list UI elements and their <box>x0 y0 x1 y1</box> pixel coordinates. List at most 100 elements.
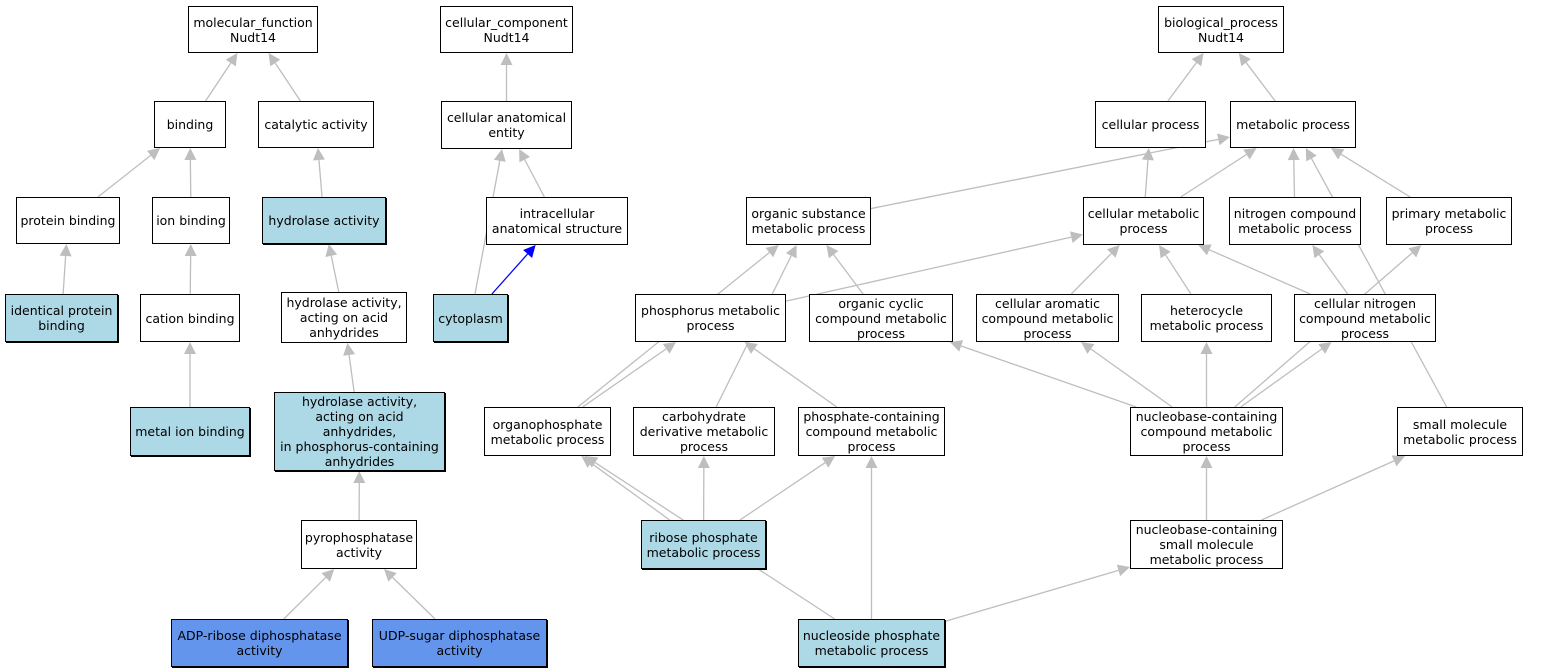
node-molecular-function-root[interactable]: molecular_function Nudt14 <box>188 6 318 53</box>
node-label: protein binding <box>20 213 116 228</box>
edge-nucleobase_compound-to-cellular_nitrogen <box>1240 348 1323 408</box>
node-small-molecule-metabolic[interactable]: small molecule metabolic process <box>1397 407 1523 456</box>
node-identical-protein-binding[interactable]: identical protein binding <box>5 294 118 342</box>
node-carbohydrate-derivative-metabolic[interactable]: carbohydrate derivative metabolic proces… <box>633 407 775 456</box>
node-label: phosphate-containing compound metabolic … <box>803 409 940 454</box>
edge-cellular_nitrogen-to-nitrogen_compound <box>1318 254 1349 295</box>
node-label: nitrogen compound metabolic process <box>1233 206 1357 236</box>
node-organophosphate-metabolic[interactable]: organophosphate metabolic process <box>484 407 611 456</box>
node-label: pyrophosphatase activity <box>304 529 414 560</box>
node-hydrolase-phosphorus-anhydrides[interactable]: hydrolase activity, acting on acid anhyd… <box>274 392 445 471</box>
node-heterocycle-metabolic[interactable]: heterocycle metabolic process <box>1141 294 1272 342</box>
node-organic-substance-metabolic[interactable]: organic substance metabolic process <box>746 197 871 245</box>
node-label: ADP-ribose diphosphatase activity <box>177 628 342 658</box>
node-metal-ion-binding[interactable]: metal ion binding <box>130 407 250 456</box>
edge-hydrolase-to-catalytic <box>318 159 323 198</box>
arrowhead-udp_sugar-to-pyrophosphatase <box>383 569 397 582</box>
node-label: carbohydrate derivative metabolic proces… <box>639 409 769 454</box>
node-hydrolase-acid-anhydrides[interactable]: hydrolase activity, acting on acid anhyd… <box>281 292 407 343</box>
node-label: hydrolase activity <box>268 213 380 228</box>
node-label: nucleoside phosphate metabolic process <box>802 628 941 658</box>
node-cation-binding[interactable]: cation binding <box>140 294 240 342</box>
node-label: intracellular anatomical structure <box>491 206 623 236</box>
edge-cellular_metabolic-to-metabolic_process <box>1180 153 1247 198</box>
arrowhead-nucleobase_small-to-nucleobase_compound <box>1200 456 1213 468</box>
node-label: cellular anatomical entity <box>446 110 567 140</box>
arrowhead-nucleobase_compound-to-primary_metabolic <box>1408 245 1422 258</box>
node-udp-sugar-diphosphatase[interactable]: UDP-sugar diphosphatase activity <box>372 619 547 667</box>
edge-nitrogen_compound-to-metabolic_process <box>1293 159 1296 198</box>
arrowhead-cellular_nitrogen-to-cellular_metabolic <box>1198 244 1212 256</box>
node-organic-cyclic-compound-metabolic[interactable]: organic cyclic compound metabolic proces… <box>809 294 953 342</box>
edge-nucleobase_small-to-small_molecule <box>1261 460 1395 521</box>
node-label: metal ion binding <box>135 424 245 439</box>
arrowhead-hydrolase_anhydrides-to-hydrolase <box>325 244 338 257</box>
node-cellular-process[interactable]: cellular process <box>1095 101 1206 148</box>
node-protein-binding[interactable]: protein binding <box>16 197 120 244</box>
arrowhead-cytoplasm-to-intracellular <box>523 245 536 258</box>
arrowhead-phosphate_containing-to-phosphorus_metabolic <box>744 342 758 354</box>
node-ribose-phosphate-metabolic[interactable]: ribose phosphate metabolic process <box>641 520 766 569</box>
node-cellular-component-root[interactable]: cellular_component Nudt14 <box>440 6 573 53</box>
node-label: organic cyclic compound metabolic proces… <box>815 295 947 341</box>
arrowhead-cellular_aromatic-to-cellular_metabolic <box>1107 245 1120 258</box>
arrowhead-metal_ion-to-cation_binding <box>184 342 196 354</box>
edge-primary_metabolic-to-metabolic_process <box>1340 153 1411 198</box>
node-intracellular-anatomical-structure[interactable]: intracellular anatomical structure <box>486 197 628 245</box>
node-adp-ribose-diphosphatase[interactable]: ADP-ribose diphosphatase activity <box>171 619 348 667</box>
edge-cellular_aromatic-to-cellular_metabolic <box>1070 253 1112 295</box>
arrowhead-catalytic-to-mf_root <box>268 53 281 67</box>
node-cytoplasm[interactable]: cytoplasm <box>433 294 508 342</box>
arrowhead-cae-to-cc_root <box>500 53 513 65</box>
edge-udp_sugar-to-pyrophosphatase <box>392 576 436 620</box>
edge-cytoplasm-to-intracellular <box>491 253 529 295</box>
arrowhead-nucleobase_compound-to-heterocycle <box>1200 342 1213 354</box>
arrowhead-carbohydrate_deriv-to-organic_substance <box>785 245 797 259</box>
node-cellular-metabolic-process[interactable]: cellular metabolic process <box>1083 197 1204 245</box>
arrowhead-nucleoside_phosphate-to-nucleobase_small <box>1116 564 1130 577</box>
node-label: nucleobase-containing compound metabolic… <box>1135 409 1278 454</box>
node-cellular-aromatic-compound-metabolic[interactable]: cellular aromatic compound metabolic pro… <box>976 294 1119 342</box>
node-metabolic-process[interactable]: metabolic process <box>1230 101 1356 148</box>
node-label: identical protein binding <box>10 303 113 333</box>
node-ion-binding[interactable]: ion binding <box>152 197 230 244</box>
node-phosphorus-metabolic-process[interactable]: phosphorus metabolic process <box>635 294 786 342</box>
arrowhead-organic_substance-to-metabolic_process <box>1217 133 1230 146</box>
node-phosphate-containing-compound-metabolic[interactable]: phosphate-containing compound metabolic … <box>798 407 945 456</box>
edge-nucleoside_phosphate-to-nucleobase_small <box>944 569 1119 623</box>
node-nucleobase-containing-compound-metabolic[interactable]: nucleobase-containing compound metabolic… <box>1130 407 1283 456</box>
node-catalytic-activity[interactable]: catalytic activity <box>258 101 374 148</box>
node-label: UDP-sugar diphosphatase activity <box>378 628 541 658</box>
node-nucleobase-containing-small-molecule-metabolic[interactable]: nucleobase-containing small molecule met… <box>1130 520 1283 569</box>
edge-heterocycle-to-cellular_metabolic <box>1165 254 1192 295</box>
node-hydrolase-activity[interactable]: hydrolase activity <box>262 197 386 244</box>
edge-organic_substance-to-metabolic_process <box>870 138 1219 210</box>
node-pyrophosphatase-activity[interactable]: pyrophosphatase activity <box>301 520 417 569</box>
arrowhead-small_molecule-to-metabolic_process <box>1305 148 1317 162</box>
node-cellular-anatomical-entity[interactable]: cellular anatomical entity <box>441 101 572 149</box>
node-label: molecular_function Nudt14 <box>193 14 313 45</box>
edge-hydrolase_anhydrides-to-hydrolase <box>330 255 340 293</box>
node-biological-process-root[interactable]: biological_process Nudt14 <box>1158 6 1284 53</box>
node-label: metabolic process <box>1236 117 1350 132</box>
node-label: ribose phosphate metabolic process <box>646 529 761 560</box>
arrowhead-cellular_process-to-bp_root <box>1191 53 1204 67</box>
arrowhead-intracellular-to-cae <box>519 149 531 163</box>
edge-metabolic_process-to-bp_root <box>1245 62 1276 102</box>
arrowhead-nucleoside_phosphate-to-organophosphate <box>585 456 599 468</box>
arrowhead-nucleobase_small-to-small_molecule <box>1391 455 1406 467</box>
node-nucleoside-phosphate-metabolic[interactable]: nucleoside phosphate metabolic process <box>798 619 945 667</box>
arrowhead-nitrogen_compound-to-metabolic_process <box>1287 148 1300 161</box>
node-label: organophosphate metabolic process <box>490 416 605 447</box>
arrowhead-nucleoside_phosphate-to-phosphate_containing <box>865 456 878 468</box>
node-label: cellular nitrogen compound metabolic pro… <box>1299 295 1431 341</box>
node-cellular-nitrogen-compound-metabolic[interactable]: cellular nitrogen compound metabolic pro… <box>1294 294 1436 342</box>
node-primary-metabolic-process[interactable]: primary metabolic process <box>1386 197 1512 245</box>
node-label: organic substance metabolic process <box>751 206 866 236</box>
node-binding[interactable]: binding <box>154 101 226 148</box>
node-label: small molecule metabolic process <box>1403 416 1517 447</box>
node-nitrogen-compound-metabolic[interactable]: nitrogen compound metabolic process <box>1229 197 1361 245</box>
node-label: cytoplasm <box>438 310 503 326</box>
arrowhead-cation_binding-to-ion_binding <box>184 244 197 257</box>
arrowhead-ribose_phosphate-to-phosphate_containing <box>821 456 836 468</box>
